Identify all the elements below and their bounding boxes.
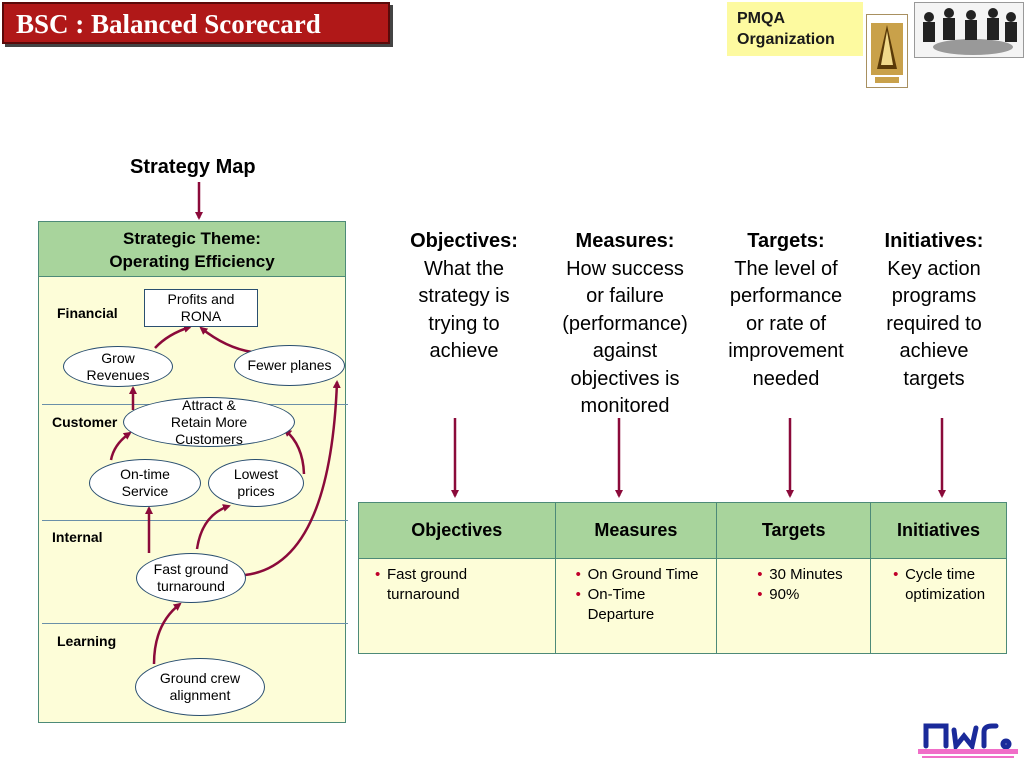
- targets-item: 30 Minutes: [757, 565, 866, 585]
- node-fast-ground-turnaround: Fast ground turnaround: [136, 553, 246, 603]
- node-lowest-prices: Lowest prices: [208, 459, 304, 507]
- title-banner: BSC : Balanced Scorecard: [2, 2, 390, 44]
- measures-item: On-Time Departure: [576, 585, 713, 625]
- perspective-learning: Learning: [57, 633, 117, 649]
- table-cell-targets: 30 Minutes 90%: [716, 558, 872, 654]
- column-objectives-heading: Objectives:: [410, 230, 518, 252]
- column-objectives: Objectives: What the strategy is trying …: [384, 228, 544, 366]
- column-targets-heading: Targets:: [747, 230, 825, 252]
- table-header-targets: Targets: [716, 502, 872, 559]
- table-header-initiatives: Initiatives: [870, 502, 1007, 559]
- divider-customer-internal: [42, 520, 348, 521]
- targets-item: 90%: [757, 585, 866, 605]
- page-title: BSC : Balanced Scorecard: [16, 9, 321, 39]
- table-header-measures: Measures: [554, 502, 718, 559]
- node-ontime-service: On-time Service: [89, 459, 201, 507]
- pmqa-logo-icon: [866, 14, 908, 88]
- table-cell-objectives: Fast ground turnaround: [358, 558, 556, 654]
- node-grow-revenues: Grow Revenues: [63, 346, 173, 387]
- objectives-item: Fast ground turnaround: [375, 565, 551, 605]
- column-targets-body: The level of performance or rate of impr…: [728, 257, 844, 390]
- arrow-ontime-to-attract: [109, 431, 132, 461]
- table-header-objectives: Objectives: [358, 502, 556, 559]
- column-initiatives-body: Key action programs required to achieve …: [886, 257, 982, 390]
- scorecard-table: Objectives Measures Targets Initiatives …: [358, 502, 1007, 654]
- column-measures-body: How success or failure (performance) aga…: [562, 257, 688, 418]
- column-measures: Measures: How success or failure (perfor…: [545, 228, 705, 421]
- pwr-logo-icon: [918, 716, 1018, 762]
- strategic-theme-header: Strategic Theme: Operating Efficiency: [38, 221, 346, 277]
- strategic-theme-text: Strategic Theme: Operating Efficiency: [109, 229, 275, 271]
- column-targets: Targets: The level of performance or rat…: [706, 228, 866, 393]
- meeting-people-icon: [914, 2, 1024, 58]
- column-measures-heading: Measures:: [575, 230, 675, 252]
- column-initiatives: Initiatives: Key action programs require…: [854, 228, 1014, 393]
- node-profits-rona: Profits and RONA: [144, 289, 258, 327]
- column-objectives-body: What the strategy is trying to achieve: [418, 257, 510, 363]
- initiatives-item: Cycle time optimization: [893, 565, 1002, 605]
- arrow-fast-to-fewer: [244, 380, 341, 577]
- arrow-ground-to-fast: [152, 602, 182, 665]
- table-cell-measures: On Ground Time On-Time Departure: [554, 558, 718, 654]
- arrow-grow-to-profits: [154, 325, 192, 349]
- column-initiatives-heading: Initiatives:: [884, 230, 984, 252]
- node-fewer-planes: Fewer planes: [234, 345, 345, 386]
- table-cell-initiatives: Cycle time optimization: [870, 558, 1007, 654]
- pmqa-label: PMQA Organization: [737, 10, 835, 48]
- perspective-financial: Financial: [57, 305, 118, 321]
- pmqa-label-box: PMQA Organization: [727, 2, 863, 56]
- arrow-lowest-to-attract: [283, 428, 306, 475]
- strategy-map-label: Strategy Map: [130, 156, 256, 178]
- perspective-customer: Customer: [52, 414, 118, 430]
- arrow-fewer-to-profits: [199, 326, 253, 354]
- perspective-internal: Internal: [52, 529, 103, 545]
- node-attract-retain: Attract & Retain More Customers: [123, 397, 295, 447]
- divider-internal-learning: [42, 623, 348, 624]
- arrow-fast-to-lowest: [195, 504, 231, 550]
- measures-item: On Ground Time: [576, 565, 713, 585]
- node-ground-crew-alignment: Ground crew alignment: [135, 658, 265, 716]
